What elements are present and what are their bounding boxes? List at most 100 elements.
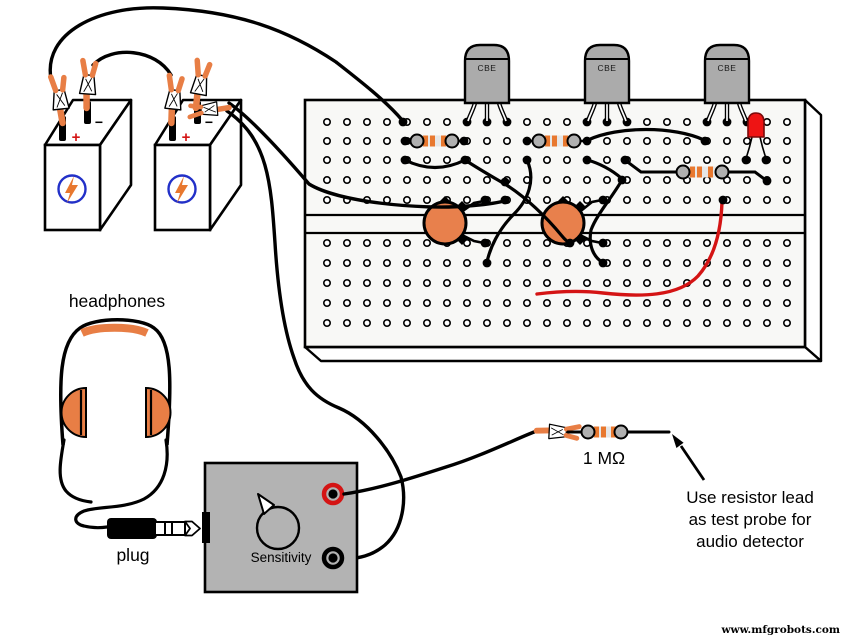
breadboard-hole xyxy=(522,239,531,248)
breadboard-hole xyxy=(602,137,611,146)
probe-resistor: 1 MΩ xyxy=(566,424,671,468)
connection-dot xyxy=(582,155,592,165)
breadboard-hole xyxy=(622,239,631,248)
breadboard-hole xyxy=(682,156,691,165)
breadboard-hole xyxy=(682,239,691,248)
breadboard-hole xyxy=(762,298,771,307)
breadboard-hole xyxy=(742,176,751,185)
breadboard-hole xyxy=(542,298,551,307)
breadboard-hole xyxy=(602,278,611,287)
breadboard-hole xyxy=(722,258,731,267)
breadboard-hole xyxy=(662,118,671,127)
breadboard-hole xyxy=(382,298,391,307)
breadboard-hole xyxy=(622,196,631,205)
breadboard-hole xyxy=(542,176,551,185)
breadboard-hole xyxy=(342,278,351,287)
breadboard-hole xyxy=(562,258,571,267)
sensitivity-box: Sensitivity xyxy=(202,461,359,594)
breadboard-hole xyxy=(662,176,671,185)
plug-tip xyxy=(184,520,201,537)
breadboard-hole xyxy=(562,298,571,307)
breadboard-hole xyxy=(782,298,791,307)
battery-plus-label: + xyxy=(72,129,81,146)
battery-minus-label: − xyxy=(205,114,213,130)
breadboard-hole xyxy=(582,278,591,287)
led-body xyxy=(747,112,765,138)
breadboard-hole xyxy=(542,258,551,267)
breadboard-hole xyxy=(642,258,651,267)
connection-dot xyxy=(459,136,469,146)
breadboard-hole xyxy=(502,137,511,146)
breadboard-hole xyxy=(482,137,491,146)
breadboard-hole xyxy=(742,278,751,287)
breadboard-hole xyxy=(402,196,411,205)
connection-dot xyxy=(400,136,410,146)
breadboard-hole xyxy=(422,156,431,165)
breadboard-hole xyxy=(462,176,471,185)
breadboard-hole xyxy=(402,318,411,327)
connection-dot xyxy=(598,195,608,205)
breadboard-hole xyxy=(422,239,431,248)
breadboard-hole xyxy=(562,278,571,287)
breadboard-hole xyxy=(782,196,791,205)
lightning-bolt-icon xyxy=(175,176,188,203)
breadboard-hole xyxy=(362,298,371,307)
connection-dot xyxy=(500,177,510,187)
breadboard-hole xyxy=(742,196,751,205)
connection-dot xyxy=(700,136,710,146)
breadboard-hole xyxy=(762,278,771,287)
breadboard-hole xyxy=(562,318,571,327)
breadboard-hole xyxy=(702,239,711,248)
breadboard-hole xyxy=(702,298,711,307)
breadboard-hole xyxy=(622,298,631,307)
breadboard-hole xyxy=(382,176,391,185)
breadboard-hole xyxy=(502,278,511,287)
breadboard-hole xyxy=(602,156,611,165)
breadboard-hole xyxy=(362,239,371,248)
plug-label: plug xyxy=(116,545,149,565)
breadboard-hole xyxy=(462,298,471,307)
plug-shaft xyxy=(154,521,186,536)
connection-dot xyxy=(598,258,608,268)
breadboard-hole xyxy=(322,196,331,205)
capacitor-2 xyxy=(540,196,604,246)
breadboard-hole xyxy=(422,258,431,267)
breadboard-hole xyxy=(322,278,331,287)
breadboard-hole xyxy=(502,258,511,267)
breadboard-hole xyxy=(682,318,691,327)
breadboard-hole xyxy=(722,239,731,248)
breadboard-hole xyxy=(542,278,551,287)
connection-dot xyxy=(565,238,575,248)
breadboard-hole xyxy=(462,196,471,205)
breadboard-hole xyxy=(502,156,511,165)
breadboard-hole xyxy=(742,298,751,307)
breadboard-hole xyxy=(762,239,771,248)
jumper-wire xyxy=(586,127,706,142)
battery-2: + − xyxy=(153,98,243,232)
breadboard-hole xyxy=(682,137,691,146)
plug-socket xyxy=(202,512,210,543)
breadboard-hole xyxy=(362,278,371,287)
breadboard-hole xyxy=(562,176,571,185)
breadboard-hole xyxy=(682,258,691,267)
wire-red-jack-to-probe xyxy=(342,430,536,496)
breadboard-hole xyxy=(402,239,411,248)
breadboard-hole xyxy=(482,156,491,165)
breadboard-hole xyxy=(642,176,651,185)
breadboard-hole xyxy=(382,239,391,248)
plug-body xyxy=(107,518,157,539)
breadboard-hole xyxy=(742,258,751,267)
headphone-cord xyxy=(74,438,169,530)
breadboard-hole xyxy=(402,278,411,287)
headphones-label: headphones xyxy=(69,291,166,311)
breadboard-hole xyxy=(702,196,711,205)
breadboard-hole xyxy=(322,258,331,267)
breadboard-hole xyxy=(662,258,671,267)
breadboard-hole xyxy=(782,156,791,165)
connection-dot xyxy=(617,175,627,185)
breadboard-hole xyxy=(662,318,671,327)
connection-dot xyxy=(598,238,608,248)
transistor-pins-label: CBE xyxy=(718,63,737,73)
breadboard-hole xyxy=(542,318,551,327)
